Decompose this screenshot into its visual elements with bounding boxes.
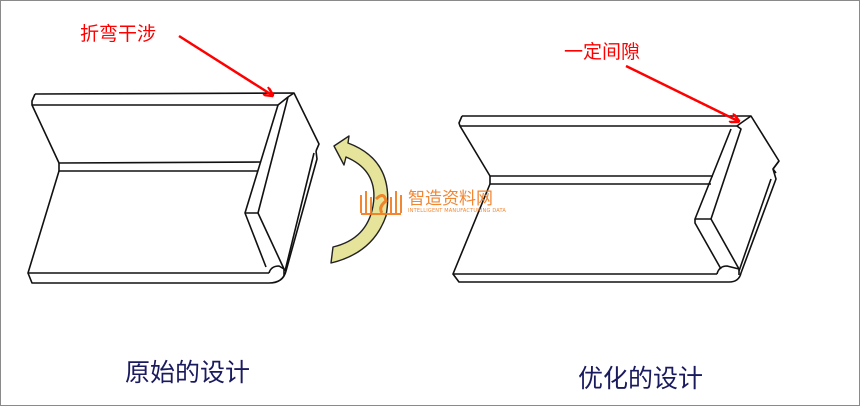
- watermark: 智造资料网 INTELLIGENT MANUFACTURING DATA: [358, 187, 506, 217]
- watermark-subtitle: INTELLIGENT MANUFACTURING DATA: [408, 207, 507, 214]
- rotate-arrow-icon: [330, 135, 389, 264]
- gap-arrow: [625, 64, 738, 121]
- interference-label: 折弯干涉: [80, 23, 157, 45]
- original-design-caption: 原始的设计: [125, 358, 251, 387]
- optimized-design-caption: 优化的设计: [578, 364, 704, 393]
- optimized-bracket: [452, 115, 780, 283]
- watermark-title: 智造资料网: [408, 188, 493, 209]
- interference-arrow: [178, 34, 272, 95]
- watermark-logo-icon: [360, 191, 402, 215]
- original-bracket: [27, 92, 320, 284]
- gap-label: 一定间隙: [564, 41, 641, 63]
